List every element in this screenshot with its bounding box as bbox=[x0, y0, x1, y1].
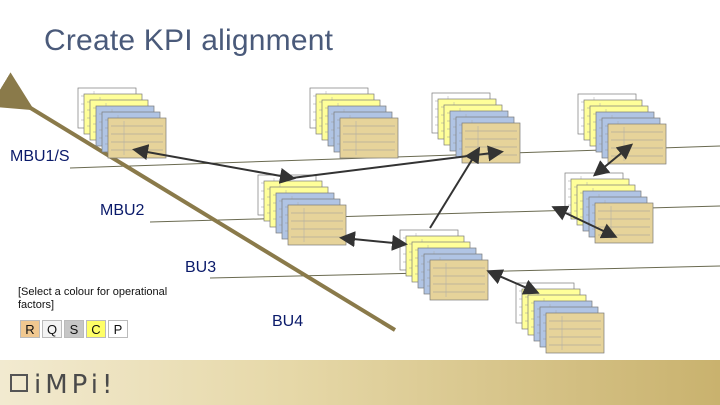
connector bbox=[551, 205, 618, 239]
kpi-card-stack bbox=[564, 172, 654, 244]
hierarchy-arrow bbox=[0, 72, 397, 332]
kpi-card bbox=[545, 312, 605, 354]
connector bbox=[339, 231, 408, 251]
kpi-card bbox=[287, 204, 347, 246]
logo: iMPi! bbox=[34, 370, 116, 400]
card-stacks bbox=[77, 87, 667, 354]
factor-r[interactable]: R bbox=[20, 320, 40, 338]
factor-selector: R Q S C P bbox=[20, 320, 128, 338]
connector bbox=[132, 144, 296, 184]
connector bbox=[429, 146, 481, 229]
level-label-bu3: BU3 bbox=[185, 259, 217, 276]
connectors bbox=[132, 143, 634, 295]
logo-square-icon bbox=[10, 374, 28, 392]
kpi-card-stack bbox=[77, 87, 167, 159]
kpi-card bbox=[339, 117, 399, 159]
factor-p[interactable]: P bbox=[108, 320, 128, 338]
factor-note: [Select a colour for operational factors… bbox=[18, 286, 168, 311]
logo-text: iMPi! bbox=[34, 370, 117, 400]
kpi-card bbox=[461, 122, 521, 164]
connector bbox=[486, 269, 540, 295]
factor-q[interactable]: Q bbox=[42, 320, 62, 338]
factor-c[interactable]: C bbox=[86, 320, 106, 338]
kpi-card bbox=[107, 117, 167, 159]
kpi-card bbox=[429, 259, 489, 301]
connector bbox=[592, 143, 634, 177]
kpi-card-stack bbox=[431, 92, 521, 164]
kpi-card-stack bbox=[399, 229, 489, 301]
kpi-card-stack bbox=[515, 282, 605, 354]
level-label-bu4: BU4 bbox=[272, 313, 304, 330]
kpi-card-stack bbox=[309, 87, 399, 159]
footer-bar bbox=[0, 360, 720, 405]
level-label-mbu2: MBU2 bbox=[100, 202, 145, 219]
kpi-card-stack bbox=[257, 174, 347, 246]
kpi-card bbox=[594, 202, 654, 244]
factor-s[interactable]: S bbox=[64, 320, 84, 338]
level-label-mbu1: MBU1/S bbox=[10, 148, 70, 165]
page-title: Create KPI alignment bbox=[44, 24, 334, 57]
